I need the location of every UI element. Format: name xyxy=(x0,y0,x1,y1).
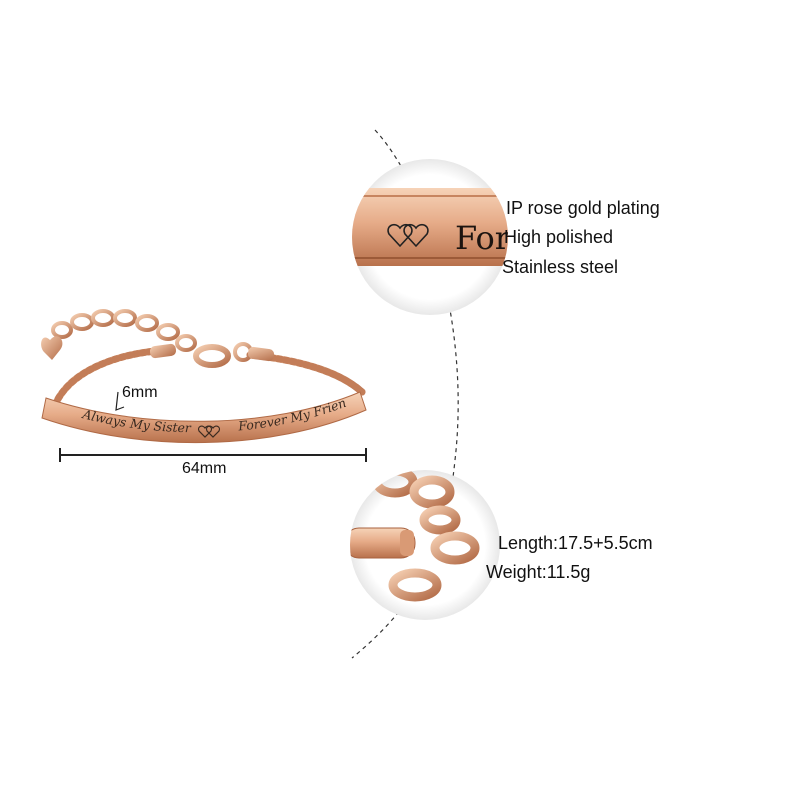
height-dimension-marker xyxy=(115,391,125,411)
spec-finish: High polished xyxy=(504,227,614,247)
closeup-engraving-circle: For xyxy=(352,159,511,315)
closeup-engraved-word: For xyxy=(455,219,511,257)
bracelet-chain xyxy=(51,309,366,409)
spec-length: Length:17.5+5.5cm xyxy=(498,533,653,553)
spec-plating: IP rose gold plating xyxy=(506,198,660,218)
engraving-text-right: Forever My Friend xyxy=(0,0,348,434)
closeup-clasp-circle xyxy=(350,470,500,620)
double-heart-icon xyxy=(197,425,221,438)
name-bar xyxy=(41,391,367,444)
heart-charm xyxy=(41,336,63,360)
spec-weight: Weight:11.5g xyxy=(486,562,591,582)
spec-material: Stainless steel xyxy=(502,257,619,277)
width-dimension-line xyxy=(59,448,367,462)
height-dimension-label: 6mm xyxy=(122,384,158,401)
width-dimension-label: 64mm xyxy=(182,460,227,477)
